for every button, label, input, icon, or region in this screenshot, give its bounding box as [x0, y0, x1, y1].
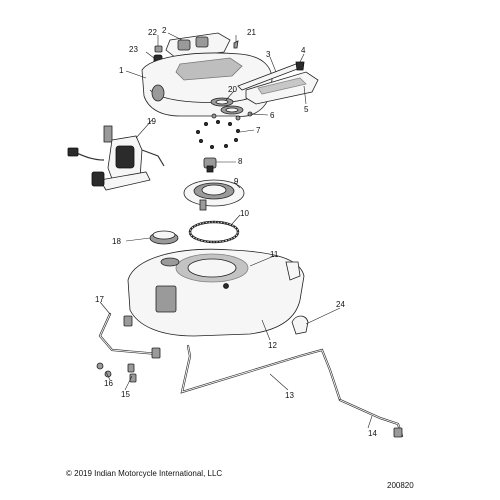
part-1-console-cover [141, 52, 273, 117]
callout-6: 6 [270, 111, 275, 120]
callout-9: 9 [234, 177, 239, 186]
copyright-notice: © 2019 Indian Motorcycle International, … [66, 469, 223, 478]
part-15-fitting [127, 363, 137, 383]
part-16-fitting [96, 362, 112, 378]
callout-13: 13 [285, 391, 294, 400]
part-7-fastener-ring [195, 120, 240, 149]
callout-12: 12 [268, 341, 277, 350]
callout-16: 16 [104, 379, 113, 388]
callout-7: 7 [256, 126, 261, 135]
part-20-gasket [210, 97, 244, 115]
part-13-fuel-line [180, 344, 342, 402]
part-21-screw [233, 40, 239, 49]
callout-17: 17 [95, 295, 104, 304]
callout-4: 4 [301, 46, 306, 55]
callout-10: 10 [240, 209, 249, 218]
part-14-fuel-line [338, 398, 404, 438]
callout-3: 3 [266, 50, 271, 59]
part-2-tank-badge [165, 32, 231, 59]
part-8-connector [203, 157, 217, 173]
figure-number: 200820 [387, 481, 414, 490]
callout-1: 1 [119, 66, 124, 75]
callout-20: 20 [228, 85, 237, 94]
callout-22: 22 [148, 28, 157, 37]
callout-11: 11 [270, 250, 279, 259]
part-4-cap-nut [295, 61, 305, 71]
part-12-fuel-tank [127, 248, 305, 337]
callout-24: 24 [336, 300, 345, 309]
part-19-fuel-pump [67, 125, 165, 191]
part-17-vent-hose [98, 312, 161, 359]
callout-2: 2 [162, 26, 167, 35]
callout-5: 5 [304, 105, 309, 114]
callout-23: 23 [129, 45, 138, 54]
part-10-o-ring [188, 220, 240, 244]
callout-21: 21 [247, 28, 256, 37]
part-18-fuel-cap [149, 230, 179, 245]
callout-18: 18 [112, 237, 121, 246]
part-22-bolt [154, 45, 163, 53]
leader-lines [99, 32, 373, 429]
part-24-clamp [291, 315, 309, 335]
callout-8: 8 [238, 157, 243, 166]
part-9-mounting-plate [183, 179, 245, 211]
callout-14: 14 [368, 429, 377, 438]
callout-19: 19 [147, 117, 156, 126]
part-5-side-panel [245, 71, 319, 105]
callout-15: 15 [121, 390, 130, 399]
